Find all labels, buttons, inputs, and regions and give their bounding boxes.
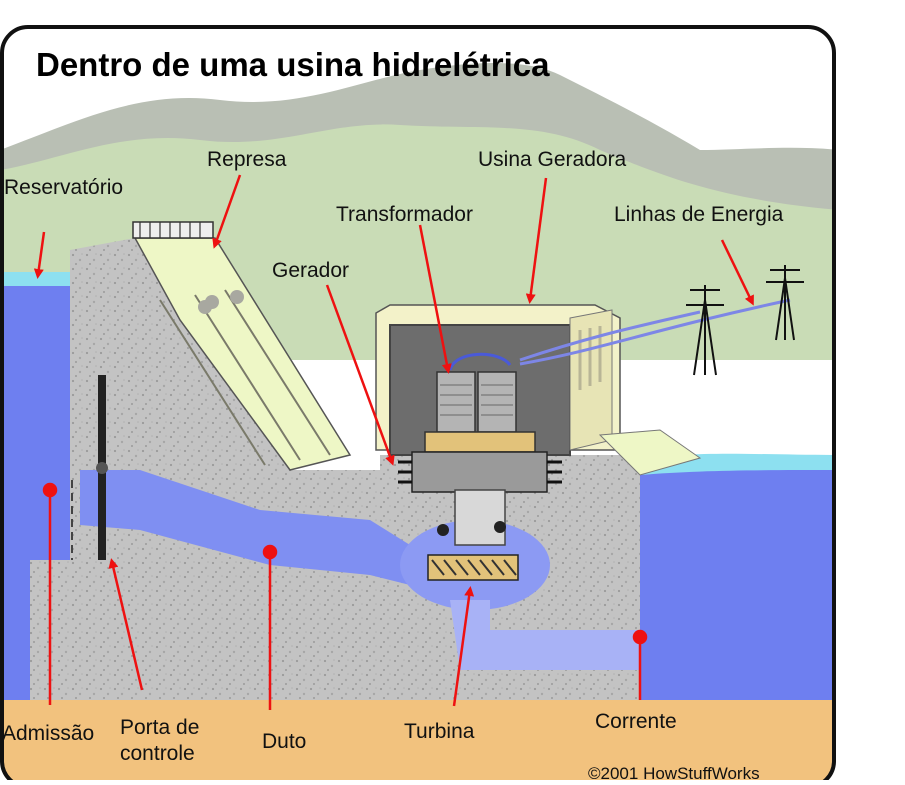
shaft-bolt-left bbox=[437, 524, 449, 536]
spillway-gate-3 bbox=[230, 290, 244, 304]
river-water bbox=[600, 455, 834, 700]
label-admissao: Admissão bbox=[2, 722, 94, 745]
turbine-blades bbox=[431, 559, 517, 576]
generator-fins bbox=[398, 460, 562, 484]
label-gerador: Gerador bbox=[272, 259, 349, 282]
pylon-2 bbox=[766, 265, 804, 341]
reservoir-surface bbox=[2, 272, 80, 288]
label-porta-de-controle-1: Porta de bbox=[120, 716, 199, 739]
tailrace-apron bbox=[598, 429, 702, 476]
label-usina-geradora: Usina Geradora bbox=[478, 148, 627, 171]
diagram-frame bbox=[0, 25, 836, 785]
ground bbox=[2, 700, 834, 785]
label-linhas-de-energia: Linhas de Energia bbox=[614, 203, 784, 226]
transformer-bus bbox=[448, 352, 512, 371]
diagram-title: Dentro de uma usina hidrelétrica bbox=[36, 46, 550, 83]
label-transformador: Transformador bbox=[336, 203, 473, 226]
transformer-left bbox=[436, 371, 476, 433]
outflow-tunnel bbox=[450, 600, 640, 670]
shaft-bolt-right bbox=[494, 521, 506, 533]
label-reservatorio: Reservatório bbox=[4, 176, 123, 199]
pylon-1 bbox=[686, 285, 724, 376]
copyright-text: ©2001 HowStuffWorks bbox=[588, 764, 760, 780]
power-lines bbox=[519, 298, 791, 366]
dam-railing bbox=[132, 221, 214, 239]
control-gate-wheel bbox=[96, 462, 108, 474]
label-arrows bbox=[33, 174, 754, 710]
label-duto: Duto bbox=[262, 730, 306, 753]
label-represa: Represa bbox=[207, 148, 287, 171]
label-porta-de-controle-2: controle bbox=[120, 742, 195, 765]
label-turbina: Turbina bbox=[404, 720, 475, 743]
generator-housing bbox=[424, 431, 536, 453]
generator-shaft bbox=[454, 489, 506, 546]
penstock bbox=[80, 470, 410, 585]
spillway-ribs bbox=[159, 289, 331, 466]
spillway-gate-2 bbox=[205, 295, 219, 309]
transformer-fins bbox=[440, 384, 513, 416]
label-corrente: Corrente bbox=[595, 710, 677, 733]
dam-railing-bars bbox=[139, 222, 201, 238]
transformer-right bbox=[477, 371, 517, 433]
generator-body bbox=[411, 451, 548, 493]
